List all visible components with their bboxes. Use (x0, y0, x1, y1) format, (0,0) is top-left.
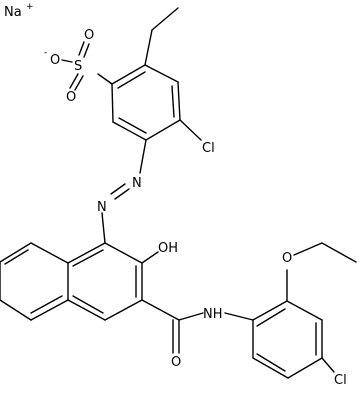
bond (144, 64, 179, 83)
bond (101, 212, 106, 244)
bond (286, 300, 323, 321)
bond (293, 242, 323, 256)
bond (104, 242, 143, 264)
bond (72, 249, 104, 267)
bond (321, 242, 357, 263)
atom-label-oh: OH (158, 241, 178, 256)
bond (112, 121, 147, 141)
atom-label-cl2: Cl (334, 373, 347, 388)
bond (0, 299, 32, 321)
bond (4, 249, 29, 265)
atom-label-o2: O (66, 90, 76, 105)
atom-label-n2: N (97, 200, 107, 215)
bond (111, 64, 146, 85)
bond (171, 85, 175, 118)
bond (83, 43, 90, 58)
bond (252, 300, 288, 321)
bond (287, 357, 323, 379)
bond (72, 295, 104, 314)
bond (114, 188, 130, 200)
bond (256, 353, 286, 372)
bond (145, 119, 181, 141)
bond (139, 139, 147, 174)
bond (110, 183, 126, 195)
bond (224, 312, 254, 321)
bond (178, 312, 204, 321)
atom-label-o-amide: O (171, 355, 181, 370)
charge-label-na: + (26, 2, 34, 12)
bond (74, 75, 84, 91)
bond (144, 29, 153, 66)
atom-labels: Na + O - S O O Cl N N OH O NH O Cl (4, 2, 347, 388)
bond (177, 81, 181, 121)
charge-label-o-minus: - (44, 48, 47, 58)
atom-label-o-minus: O (50, 53, 60, 68)
atom-label-n1: N (132, 176, 142, 191)
bonds (0, 7, 357, 379)
bond (141, 299, 180, 321)
bond (151, 7, 179, 31)
bond (97, 73, 113, 85)
bond (30, 295, 63, 314)
bond (111, 83, 114, 123)
atom-label-nh: NH (203, 307, 223, 322)
bond (321, 357, 335, 373)
bond (0, 242, 32, 263)
bond (179, 119, 202, 141)
bond (141, 251, 159, 264)
bond (252, 357, 289, 379)
bond (30, 299, 69, 321)
bond (117, 71, 146, 89)
bond (61, 59, 73, 63)
bond (69, 73, 79, 89)
bond (30, 242, 69, 264)
atom-label-na: Na (4, 5, 22, 20)
atom-label-o-ether: O (282, 251, 292, 266)
atom-label-s: S (74, 59, 82, 74)
atom-label-cl1: Cl (202, 141, 215, 156)
bond (78, 41, 85, 56)
bond (118, 117, 147, 134)
atom-label-o1: O (84, 28, 94, 43)
bond (104, 299, 143, 321)
bond (67, 299, 106, 321)
bond (67, 242, 106, 264)
bond (256, 308, 286, 327)
